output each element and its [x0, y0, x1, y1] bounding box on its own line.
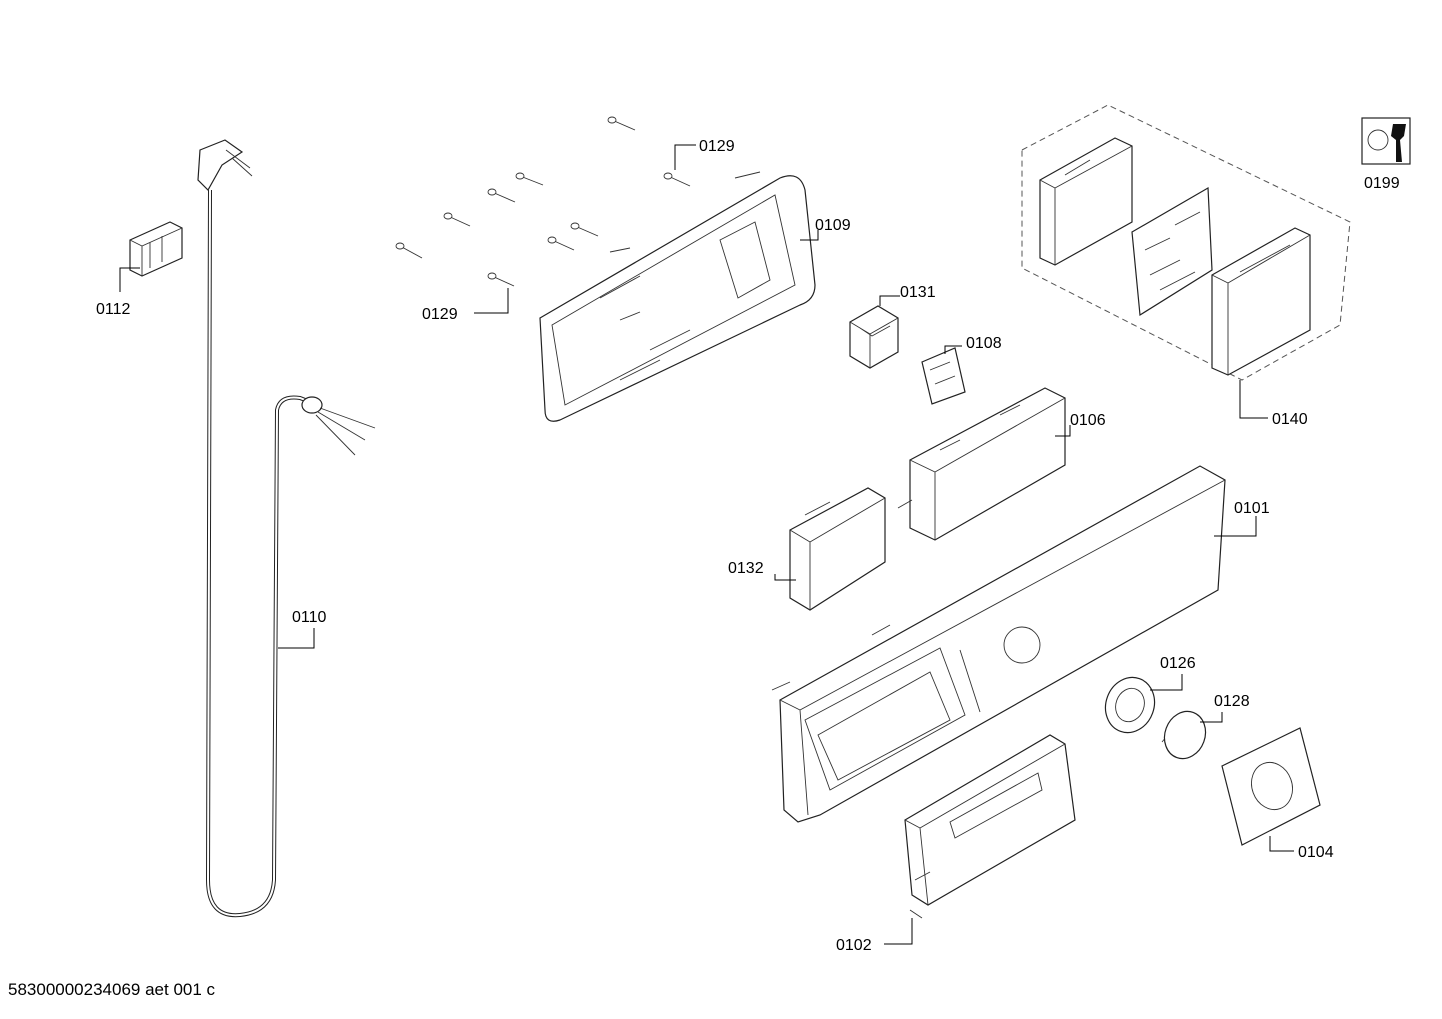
part-0109-control-frame[interactable] [539, 171, 816, 422]
label-0199: 0199 [1364, 175, 1400, 192]
leader-0110 [278, 628, 315, 649]
label-0109: 0109 [815, 217, 851, 234]
label-0106: 0106 [1070, 412, 1106, 429]
label-0129-bottom: 0129 [422, 306, 458, 323]
label-0128: 0128 [1214, 693, 1250, 710]
label-0126: 0126 [1160, 655, 1196, 672]
label-0140: 0140 [1272, 411, 1308, 428]
part-0199-wrench-icon[interactable] [1361, 117, 1411, 165]
leader-0108 [944, 345, 962, 354]
part-0132-module[interactable] [789, 487, 886, 611]
label-0112: 0112 [96, 301, 131, 318]
part-0101-control-panel[interactable] [771, 465, 1226, 823]
leader-0128 [1200, 712, 1223, 723]
label-0131: 0131 [900, 284, 936, 301]
label-0102: 0102 [836, 937, 872, 954]
part-0140-electronics[interactable] [1039, 137, 1311, 376]
label-0101: 0101 [1234, 500, 1270, 517]
part-0102-detergent-drawer[interactable] [904, 734, 1076, 919]
label-0104: 0104 [1298, 844, 1334, 861]
leader-0129-top [674, 144, 696, 170]
part-0126-knob-ring[interactable] [1098, 670, 1162, 739]
label-0129-top: 0129 [699, 138, 735, 155]
part-0104-decor-foil[interactable] [1221, 727, 1321, 846]
part-0106-module[interactable] [897, 387, 1066, 541]
label-0108: 0108 [966, 335, 1002, 352]
document-id: 58300000234069 aet 001 c [8, 980, 216, 999]
label-0110: 0110 [292, 609, 327, 626]
part-0110-power-cable[interactable] [197, 139, 376, 918]
leader-0140 [1239, 380, 1268, 419]
leader-0106 [1055, 425, 1071, 437]
leader-0102 [884, 918, 913, 945]
leader-0112 [119, 267, 140, 292]
leader-0126 [1150, 674, 1183, 691]
part-0129-screws[interactable] [395, 116, 691, 287]
leader-0109 [800, 230, 819, 241]
part-0108-board[interactable] [921, 347, 966, 405]
leader-0101 [1214, 516, 1257, 537]
part-0128-knob[interactable] [1158, 706, 1212, 765]
leader-0104 [1269, 836, 1294, 852]
label-0132: 0132 [728, 560, 764, 577]
part-0112-cable-clip[interactable] [129, 221, 183, 277]
leader-0131 [879, 295, 900, 306]
leader-0129-bottom [474, 288, 509, 314]
leader-0132 [774, 574, 796, 581]
part-0131-module[interactable] [849, 305, 899, 369]
